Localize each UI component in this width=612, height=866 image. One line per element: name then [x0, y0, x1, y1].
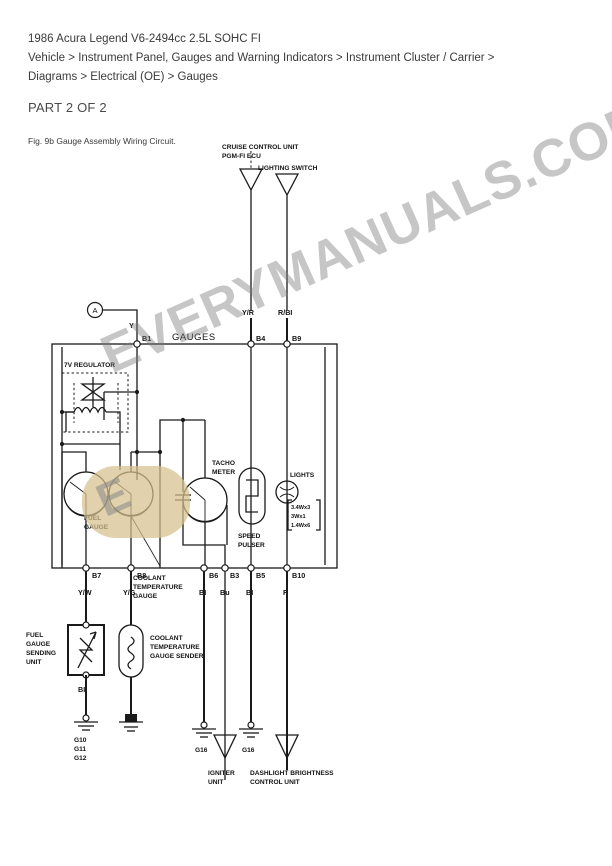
destination-dashlight-control-unit: DASHLIGHT BRIGHTNESS CONTROL UNIT — [250, 734, 334, 786]
ground-chassis-coolant — [119, 714, 143, 732]
ground-g10-g11-g12: G10 G11 G12 — [74, 714, 98, 762]
dashlight-label-2: CONTROL UNIT — [250, 779, 300, 786]
destination-igniter-unit: IGNITER UNIT — [208, 734, 238, 786]
regulator-label: 7V REGULATOR — [64, 362, 115, 369]
breadcrumb-line-1: Vehicle > Instrument Panel, Gauges and W… — [28, 52, 495, 64]
coolant-sender-label-1: COOLANT — [150, 635, 183, 642]
ground-id-g10: G10 — [74, 737, 87, 744]
wire-code-top-1: Y/R — [242, 308, 255, 317]
fuel-sender-label-3: SENDING — [26, 650, 56, 657]
wire-code-b5: BI — [246, 588, 253, 597]
tacho-label-2: METER — [212, 469, 235, 476]
fuel-sender-label-2: GAUGE — [26, 641, 51, 648]
speed-pulser-label-2: PULSER — [238, 542, 265, 549]
ground-g16-dashlight: G16 — [239, 721, 263, 754]
terminal-label-b3: B3 — [230, 571, 239, 580]
terminal-label-b9: B9 — [292, 334, 301, 343]
fuel-sender-wire-code: BI — [78, 685, 85, 694]
fuel-gauge-label-2: GAUGE — [84, 524, 109, 531]
tacho-meter: TACHO METER — [175, 420, 235, 568]
ground-id-g16-b: G16 — [242, 747, 255, 754]
ground-id-g12: G12 — [74, 755, 87, 762]
coolant-gauge-label-3: GAUGE — [133, 593, 158, 600]
wire-code-b6: BI — [199, 588, 206, 597]
lights-group: LIGHTS 3.4Wx3 3Wx1 1.4Wx6 — [275, 472, 321, 531]
terminal-label-b10: B10 — [292, 571, 305, 580]
tacho-label-1: TACHO — [212, 460, 235, 467]
regulator-7v: 7V REGULATOR — [59, 362, 140, 470]
terminal-node-b3 — [221, 564, 229, 572]
coolant-gauge-label-1: COOLANT — [133, 575, 166, 582]
source-label-lighting-switch: LIGHTING SWITCH — [258, 165, 318, 172]
terminal-node-b10 — [283, 564, 291, 572]
terminal-node-b9 — [283, 340, 291, 348]
top-source-lighting-switch: LIGHTING SWITCH — [258, 165, 318, 310]
speed-pulser: SPEED PULSER — [238, 467, 266, 549]
lights-label: LIGHTS — [290, 472, 315, 479]
source-label-pgmfi: PGM-FI ECU — [222, 153, 261, 160]
page-header: 1986 Acura Legend V6-2494cc 2.5L SOHC FI… — [28, 30, 568, 118]
connector-a-label: A — [92, 306, 98, 315]
wire-code-b7: Y/W — [78, 588, 92, 597]
connector-a: A Y — [86, 301, 138, 344]
coolant-sender-label-3: GAUGE SENDER — [150, 653, 204, 660]
terminal-label-b8: B8 — [137, 571, 146, 580]
terminal-node-b5 — [247, 564, 255, 572]
terminal-label-b6: B6 — [209, 571, 218, 580]
gauges-box-label: GAUGES — [172, 331, 216, 342]
lights-spec-1: 3.4Wx3 — [291, 505, 310, 511]
lights-spec-3: 1.4Wx6 — [291, 523, 310, 529]
terminal-node-b1 — [133, 340, 141, 348]
gauges-assembly-box — [51, 343, 338, 569]
coolant-gauge-label-2: TEMPERATURE — [133, 584, 183, 591]
fuel-gauge-meter: FUEL GAUGE — [62, 451, 109, 568]
terminal-node-b8 — [127, 564, 135, 572]
vehicle-title: 1986 Acura Legend V6-2494cc 2.5L SOHC FI — [28, 33, 261, 45]
fuel-gauge-label-1: FUEL — [84, 515, 101, 522]
igniter-label-1: IGNITER — [208, 770, 235, 777]
source-label-cruise: CRUISE CONTROL UNIT — [222, 144, 298, 151]
bottom-terminals: B7 B8 B6 B3 B5 B10 — [82, 564, 305, 580]
wire-code-y: Y — [129, 321, 134, 330]
breadcrumb-line-2: Diagrams > Electrical (OE) > Gauges — [28, 71, 218, 83]
part-label: PART 2 OF 2 — [28, 100, 107, 115]
terminal-node-b6 — [200, 564, 208, 572]
fuel-sender-label-4: UNIT — [26, 659, 41, 666]
coolant-temperature-gauge-sender: COOLANT TEMPERATURE GAUGE SENDER — [118, 624, 204, 718]
igniter-label-2: UNIT — [208, 779, 223, 786]
wire-code-top-2: R/BI — [278, 308, 292, 317]
speed-pulser-label-1: SPEED — [238, 533, 261, 540]
terminal-label-b4: B4 — [256, 334, 265, 343]
ground-id-g16-a: G16 — [195, 747, 208, 754]
terminal-node-b4 — [247, 340, 255, 348]
terminal-label-b5: B5 — [256, 571, 265, 580]
wire-code-b8: Y/G — [123, 588, 136, 597]
terminal-label-b1: B1 — [142, 334, 151, 343]
fuel-gauge-sending-unit: FUEL GAUGE SENDING UNIT BI — [26, 621, 105, 718]
ground-id-g11: G11 — [74, 746, 86, 753]
top-source-cruise-control: CRUISE CONTROL UNIT PGM-FI ECU — [222, 144, 298, 310]
fuel-sender-label-1: FUEL — [26, 632, 43, 639]
figure-caption: Fig. 9b Gauge Assembly Wiring Circuit. — [28, 136, 176, 146]
coolant-sender-label-2: TEMPERATURE — [150, 644, 200, 651]
lights-spec-2: 3Wx1 — [291, 514, 306, 520]
terminal-label-b7: B7 — [92, 571, 101, 580]
dashlight-label-1: DASHLIGHT BRIGHTNESS — [250, 770, 334, 777]
terminal-node-b7 — [82, 564, 90, 572]
ground-g16-igniter: G16 — [192, 721, 216, 754]
